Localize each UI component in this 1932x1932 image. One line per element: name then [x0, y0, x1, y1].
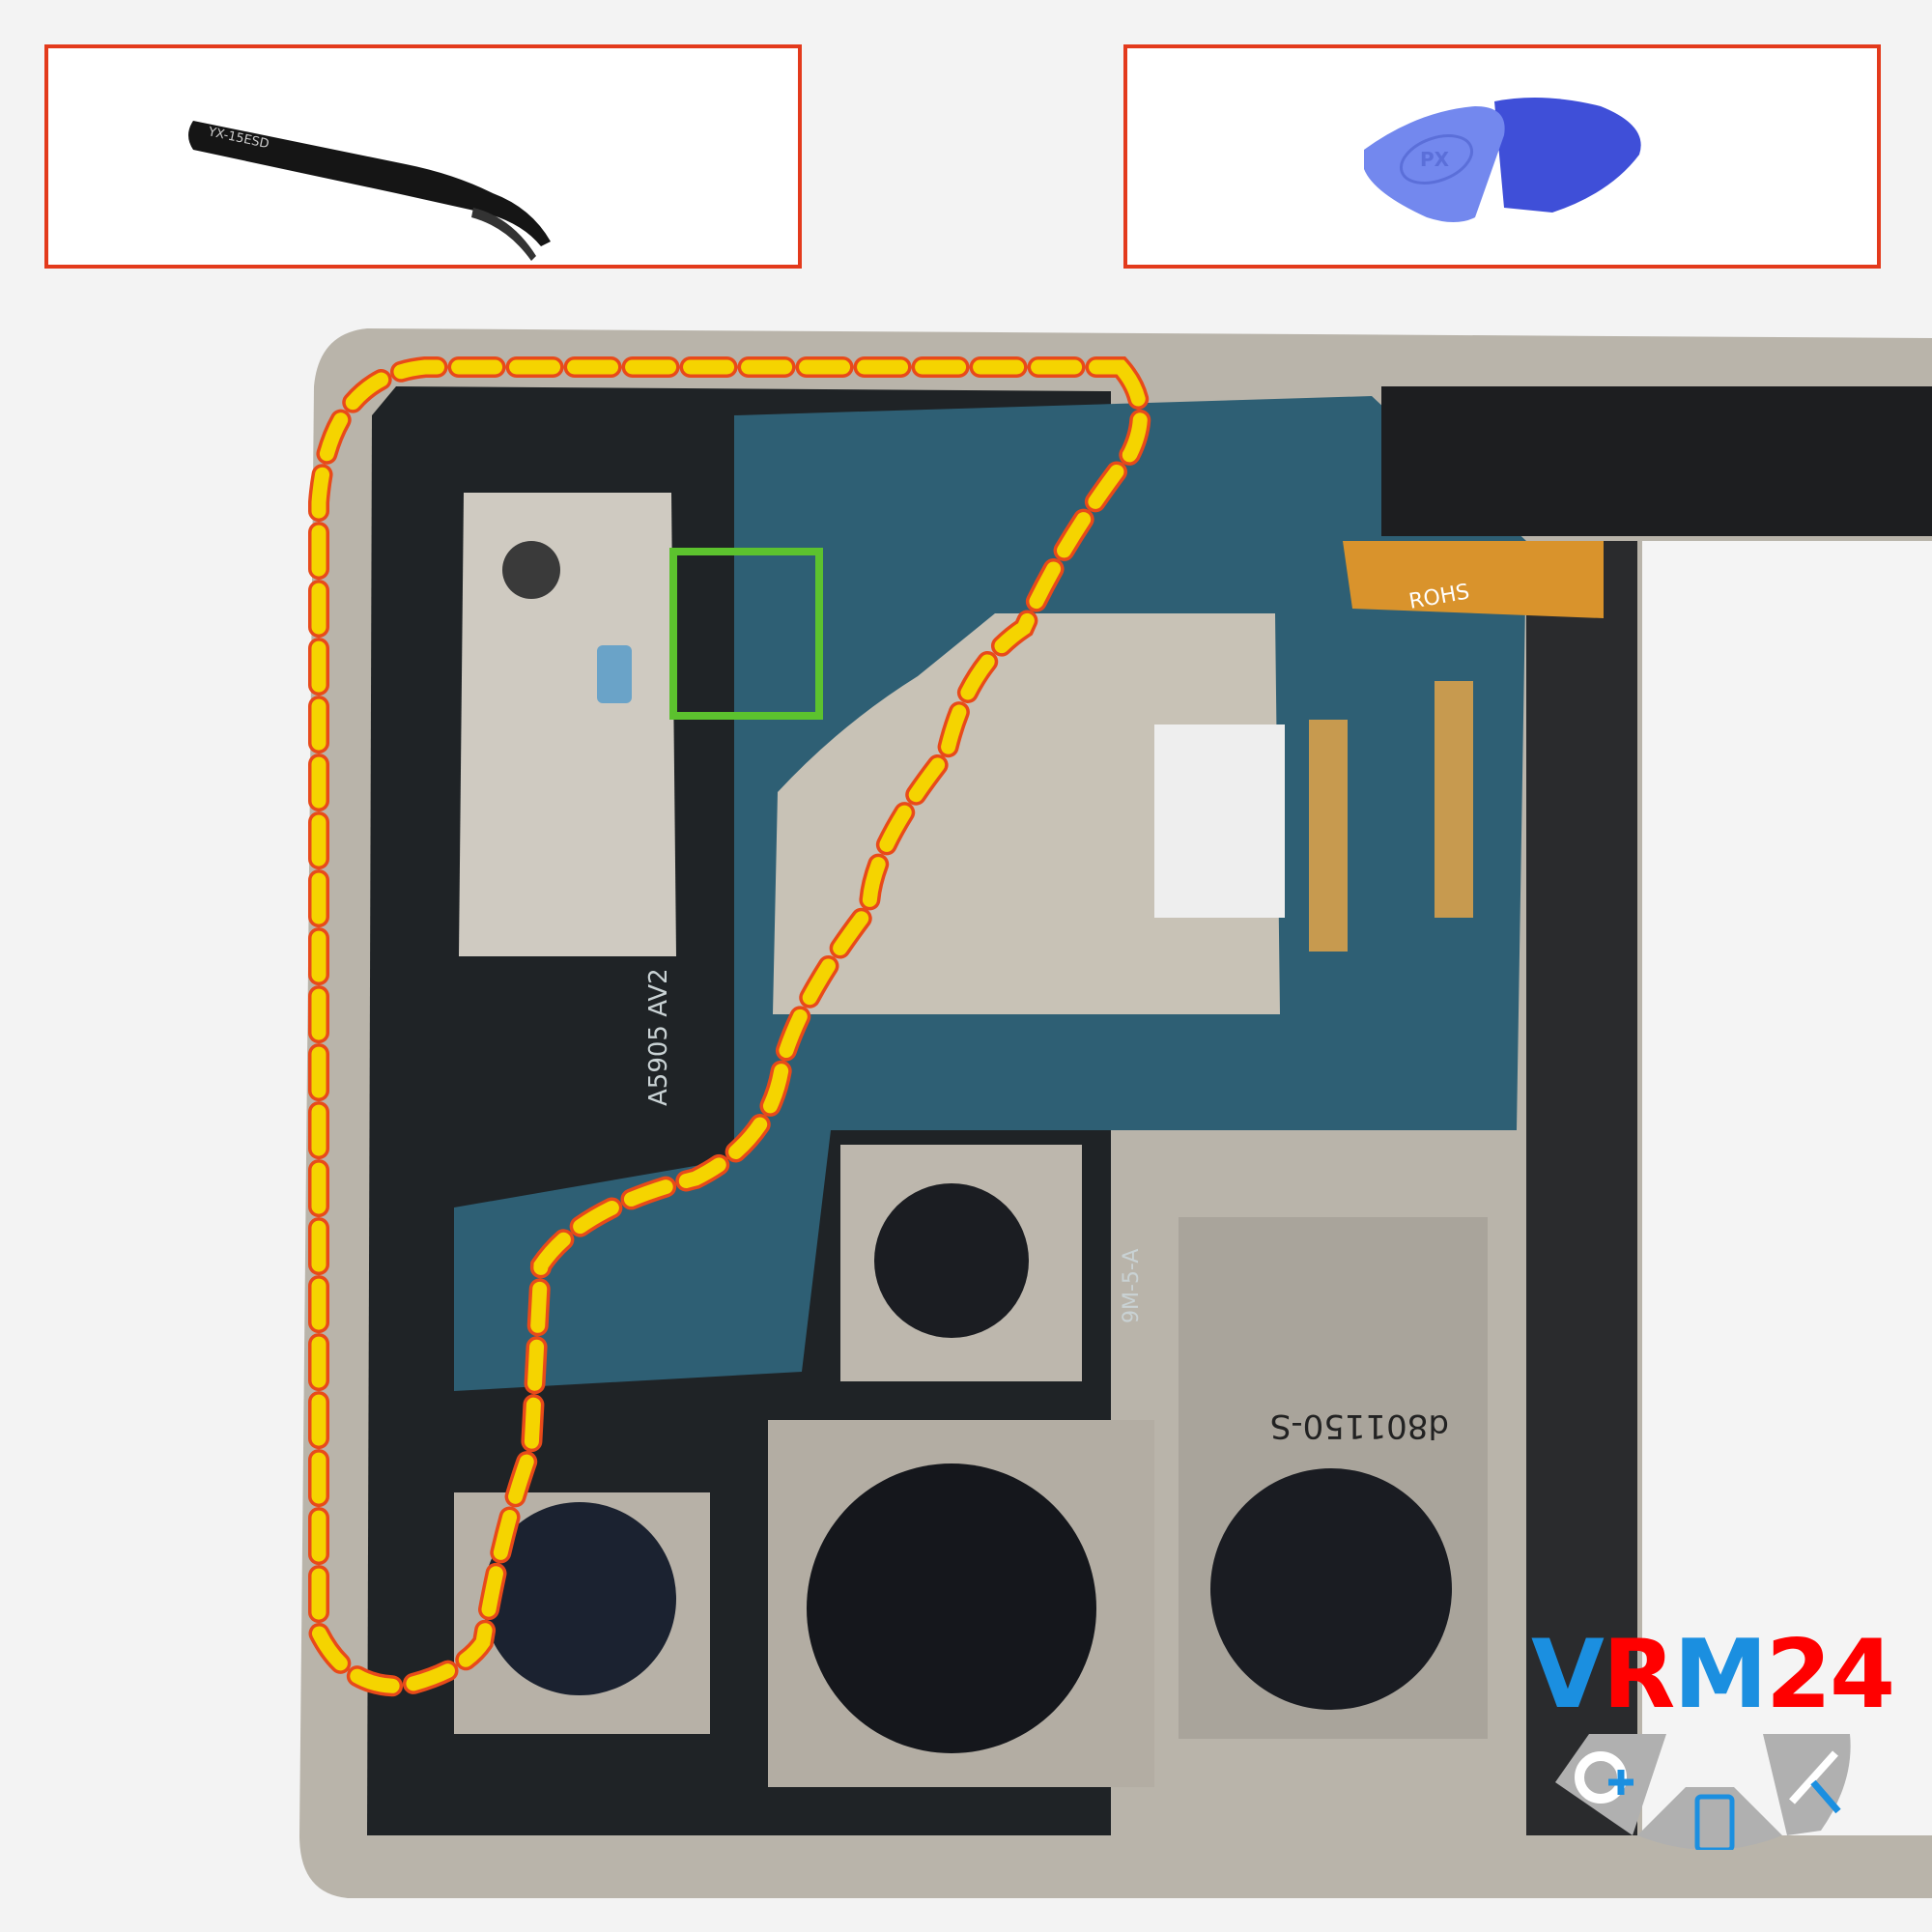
camera-module	[768, 1420, 1154, 1787]
sensor-label: d801150-S	[1270, 1406, 1449, 1445]
camera-module	[454, 1492, 710, 1734]
pick-marking: PX	[1420, 148, 1450, 171]
midframe	[367, 386, 1111, 1835]
flex-cable	[1343, 541, 1604, 618]
dashed-outline-edge	[308, 356, 1151, 1697]
camera-lens	[1210, 1468, 1452, 1710]
flex-label: ROHS	[1407, 580, 1472, 614]
logo-emblem	[1555, 1734, 1851, 1850]
camera-lens	[807, 1463, 1096, 1753]
logic-board	[454, 396, 1526, 1391]
tweezers-icon: YX-15ESD	[188, 121, 551, 261]
board-connector	[1309, 720, 1348, 952]
emi-shield	[773, 613, 1280, 1014]
highlight-box	[669, 548, 823, 720]
camera-module	[840, 1145, 1082, 1381]
camera-label: 9M-5-A	[1120, 1249, 1144, 1323]
vrm24-logo: VRM24	[1531, 1628, 1895, 1850]
module-label: A5905 AV2	[644, 968, 673, 1106]
tool-card-opening-pick: PX	[1123, 44, 1881, 269]
tool-card-tweezers: YX-15ESD	[44, 44, 802, 269]
speaker-module	[1381, 386, 1932, 536]
sticker	[1154, 724, 1285, 918]
board-connector	[1435, 681, 1473, 918]
front-camera-hole	[502, 541, 560, 599]
dashed-outline	[311, 359, 1148, 1693]
camera-module	[1179, 1217, 1488, 1739]
camera-lens	[483, 1502, 676, 1695]
opening-pick-icon: PX	[1364, 98, 1641, 222]
arrow-sticker	[597, 645, 632, 703]
camera-lens	[874, 1183, 1029, 1338]
metal-bracket	[459, 493, 676, 956]
